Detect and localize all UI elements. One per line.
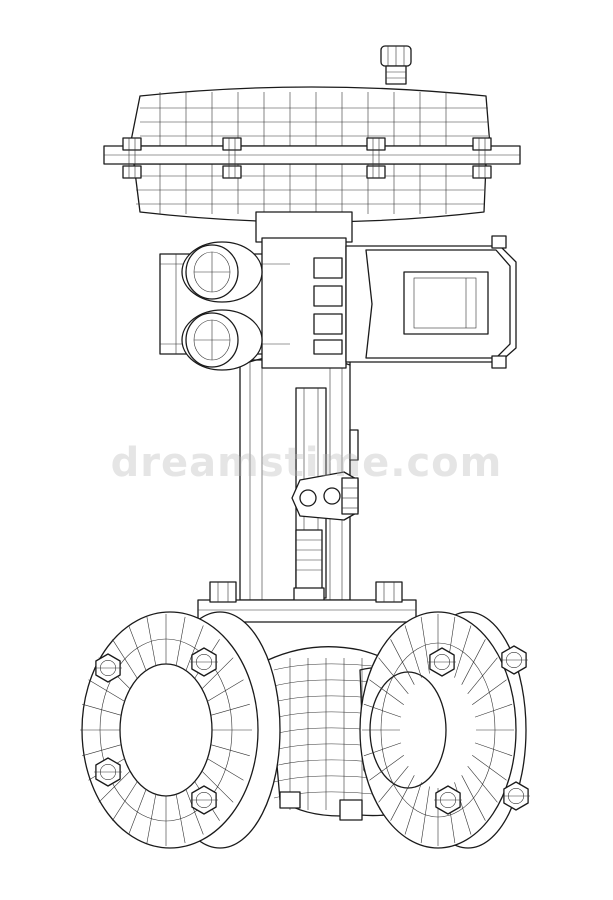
- hex-bolt: [502, 781, 530, 811]
- flange-stud: [472, 137, 492, 179]
- actuator-flange-plate: [103, 145, 521, 165]
- actuator-flange-bolts: [122, 137, 492, 179]
- hex-bolt: [434, 785, 462, 815]
- hex-bolt: [190, 647, 218, 677]
- hex-bolt: [500, 645, 528, 675]
- flange-stud: [122, 137, 142, 179]
- hex-bolt: [190, 785, 218, 815]
- flange-stud: [222, 137, 242, 179]
- top-adjusting-screw: [380, 45, 412, 85]
- positioner-display-box: [345, 235, 517, 369]
- left-pipe-flange: [80, 611, 281, 849]
- pipe-flange-bolts: [94, 645, 530, 815]
- bonnet-plate: [197, 581, 417, 623]
- diaphragm-actuator-housing: [129, 86, 491, 243]
- hex-bolt: [94, 757, 122, 787]
- stem-coupling-block: [291, 471, 359, 521]
- bottom-studs: [279, 791, 363, 821]
- hex-bolt: [428, 647, 456, 677]
- right-pipe-flange: [359, 611, 527, 849]
- pressure-gauge-lower: [181, 309, 263, 371]
- stem-packing-nut: [293, 529, 325, 605]
- flange-stud: [366, 137, 386, 179]
- hex-bolt: [94, 653, 122, 683]
- positioner-connectors: [313, 257, 343, 355]
- pressure-gauge-upper: [181, 241, 263, 303]
